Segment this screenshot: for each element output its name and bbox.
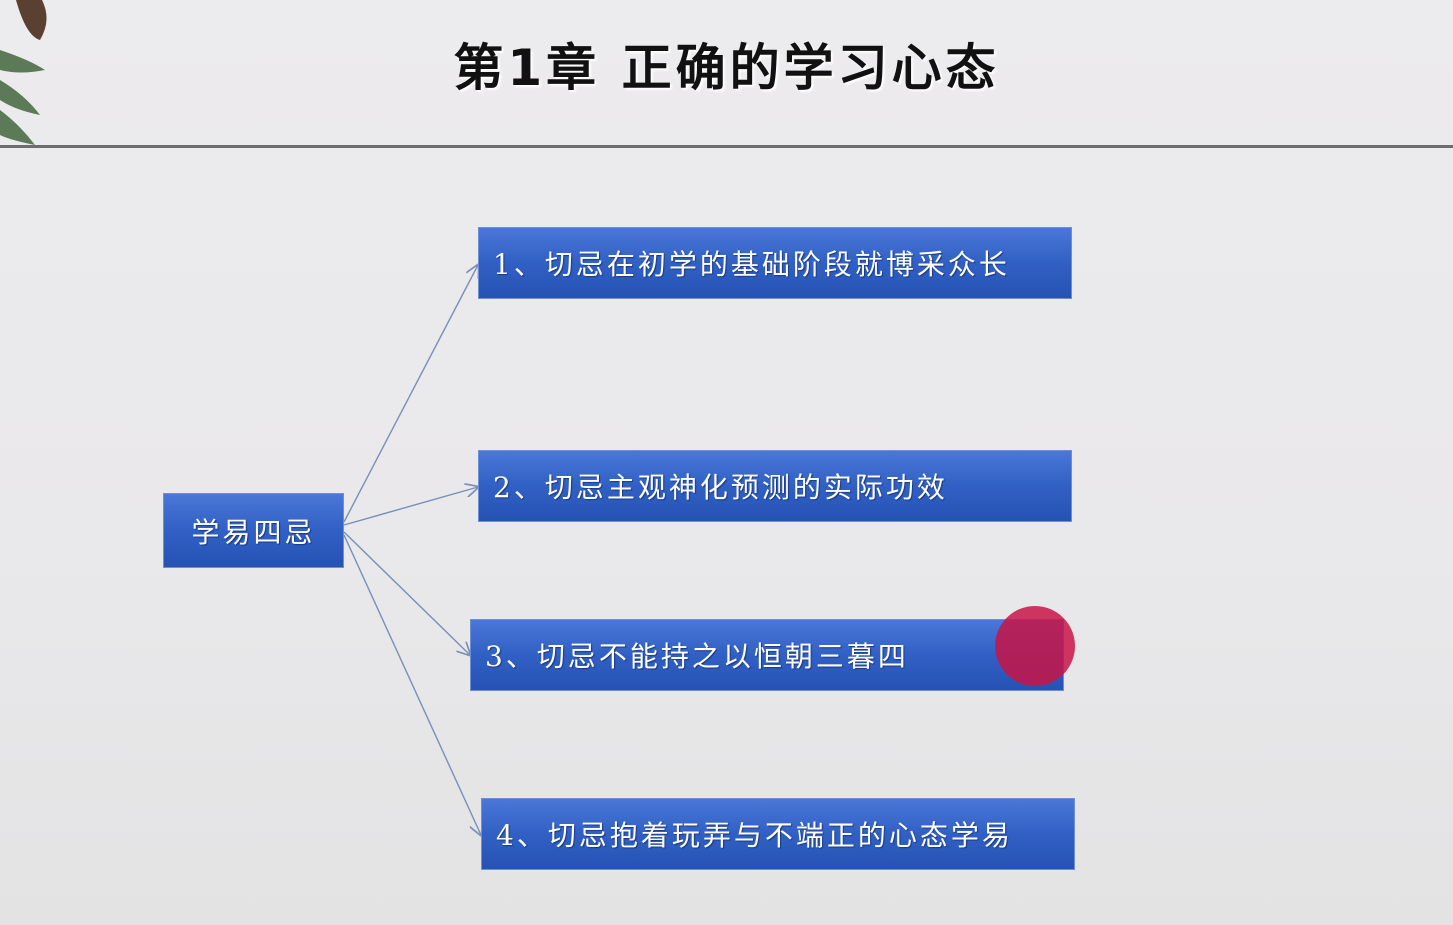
item-label: 3、切忌不能持之以恒朝三暮四 xyxy=(485,640,909,673)
connector-4 xyxy=(343,534,481,835)
root-label: 学易四忌 xyxy=(191,515,316,549)
connector-3 xyxy=(343,531,470,655)
page-title: 第1章 正确的学习心态 xyxy=(453,39,1000,97)
item-label: 2、切忌主观神化预测的实际功效 xyxy=(493,471,948,504)
item-label: 4、切忌抱着玩弄与不端正的心态学易 xyxy=(496,819,1013,852)
laser-pointer-dot xyxy=(995,606,1075,686)
connector-1 xyxy=(343,265,478,523)
item-node-3: 3、切忌不能持之以恒朝三暮四 xyxy=(470,619,1064,691)
item-node-2: 2、切忌主观神化预测的实际功效 xyxy=(478,450,1072,522)
connector-2 xyxy=(343,487,478,526)
root-node: 学易四忌 xyxy=(163,493,344,568)
title-divider xyxy=(0,145,1453,148)
butterfly-decoration xyxy=(16,0,47,40)
leaf-decoration xyxy=(0,50,45,145)
item-node-1: 1、切忌在初学的基础阶段就博采众长 xyxy=(478,227,1072,299)
item-label: 1、切忌在初学的基础阶段就博采众长 xyxy=(493,248,1010,281)
item-node-4: 4、切忌抱着玩弄与不端正的心态学易 xyxy=(481,798,1075,870)
